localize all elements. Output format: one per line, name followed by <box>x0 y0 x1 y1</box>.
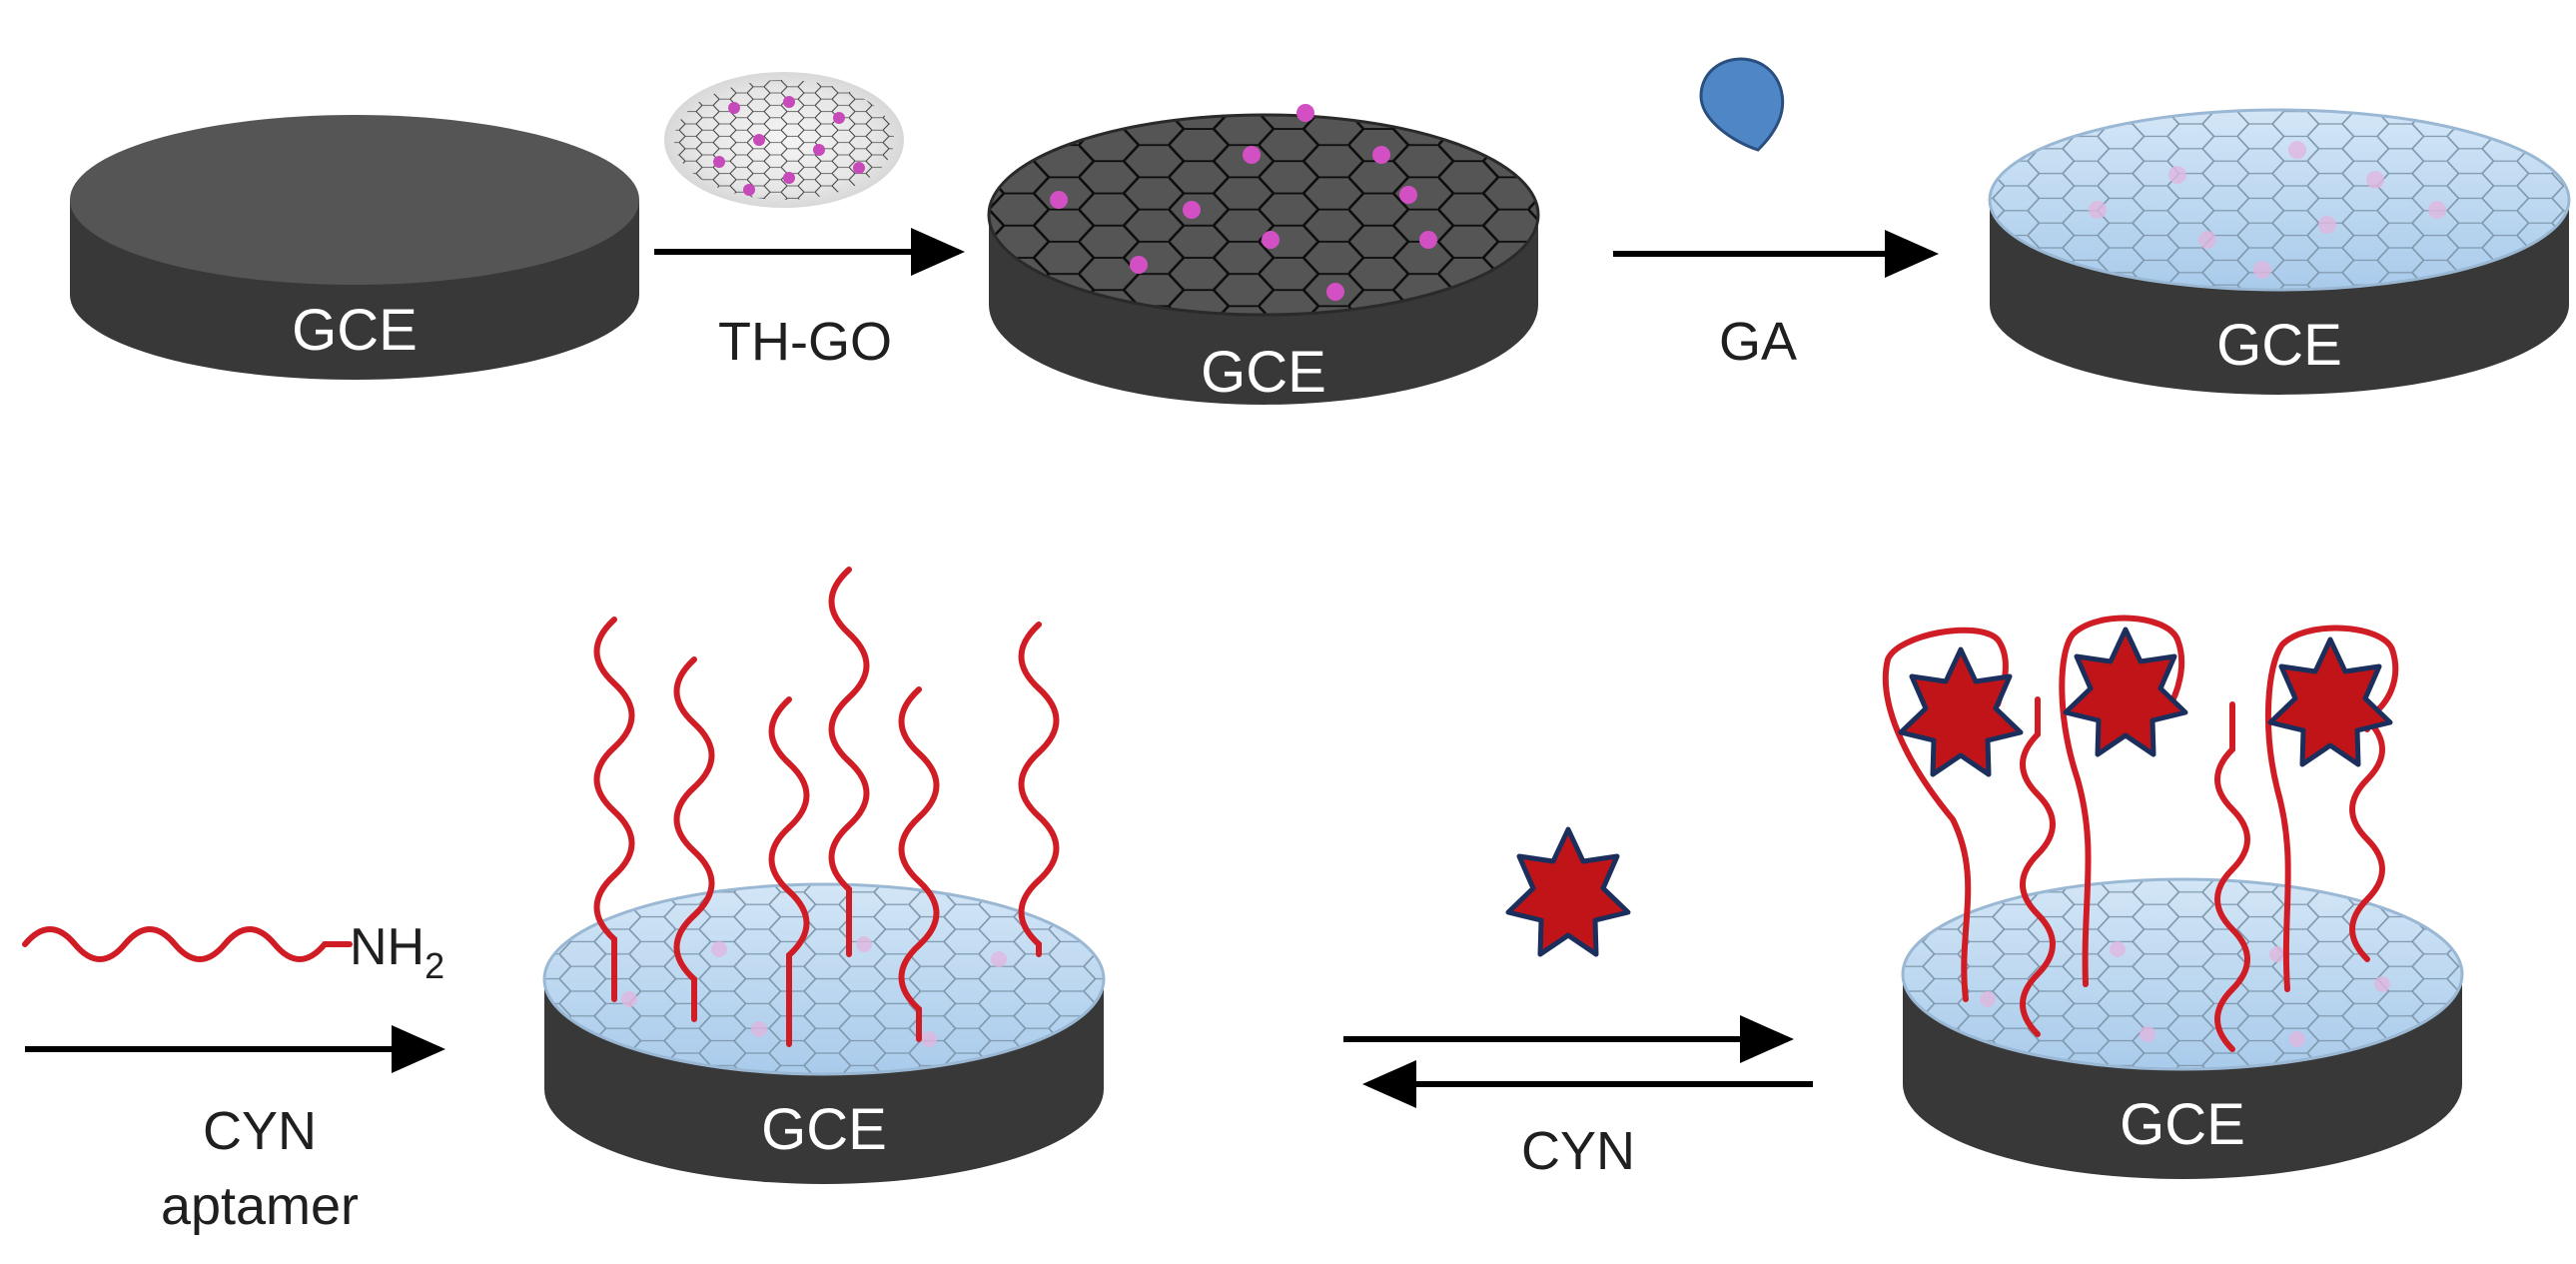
thionine-dot <box>853 162 865 174</box>
aptamer-strand <box>1018 622 1060 957</box>
amine-group-label: NH2 <box>350 918 444 986</box>
thionine-dot <box>2253 261 2271 279</box>
aptamer-strand-bound <box>2349 711 2385 962</box>
thionine-dot <box>2110 941 2126 957</box>
thionine-dot <box>1399 186 1417 204</box>
thionine-dot <box>753 134 765 146</box>
thionine-dot <box>1419 231 1437 249</box>
thionine-dot <box>1372 146 1390 164</box>
aptamer-strand-bound <box>2020 696 2056 1037</box>
thionine-dot <box>1130 256 1148 274</box>
thionine-dot <box>1183 201 1201 219</box>
aptamer-strand-icon: NH2 <box>22 918 444 986</box>
thionine-dot <box>2366 171 2384 189</box>
thionine-dot <box>2289 1031 2305 1047</box>
thionine-dot <box>1326 283 1344 301</box>
thionine-dot <box>1980 991 1996 1007</box>
electrode-label: GCE <box>2120 1092 2245 1157</box>
thionine-dot <box>856 936 872 952</box>
thionine-dot <box>813 144 825 156</box>
graphene-oxide-sheet-icon <box>664 72 904 208</box>
thionine-dot <box>621 991 637 1007</box>
step-label-ga: GA <box>1719 312 1797 372</box>
thionine-dot <box>728 102 740 114</box>
thionine-dot <box>1243 146 1261 164</box>
thionine-dot <box>751 1021 767 1037</box>
thionine-dot <box>2089 201 2107 219</box>
electrode-aptamer: GCE <box>542 567 1106 1184</box>
aptamer-strand <box>768 696 810 1047</box>
aptamer-strand <box>828 567 870 957</box>
thionine-dot <box>2269 946 2285 962</box>
aptamer-strand <box>593 617 635 1002</box>
thionine-dot <box>713 156 725 168</box>
electrode-label: GCE <box>761 1097 887 1162</box>
thionine-dot <box>711 941 727 957</box>
electrode-label: GCE <box>2216 313 2342 378</box>
electrode-label: GCE <box>1201 340 1326 405</box>
aptamer-strand <box>673 656 715 1022</box>
step-label-aptamer-line2: aptamer <box>161 1176 359 1236</box>
step-label-th-go: TH-GO <box>718 312 892 372</box>
electrode-target-bound: GCE <box>1882 615 2464 1179</box>
thionine-dot <box>2198 231 2216 249</box>
thionine-dot <box>833 112 845 124</box>
electrode-bare: GCE <box>70 115 639 380</box>
thionine-dot <box>1296 104 1314 122</box>
thionine-dot <box>2428 201 2446 219</box>
thionine-dot <box>1050 191 1068 209</box>
electrode-label: GCE <box>292 298 418 363</box>
glutaraldehyde-drop-icon <box>1699 57 1785 152</box>
thionine-dot <box>2140 1026 2155 1042</box>
thionine-dot <box>2318 216 2336 234</box>
thionine-dot <box>2288 141 2306 159</box>
aptamer-strand-bound <box>1882 627 2009 1002</box>
thionine-dot <box>991 951 1007 967</box>
cylindrospermopsin-star-icon <box>2063 627 2188 757</box>
aptamer-strand-bound <box>2264 625 2399 992</box>
aptamer-strand-bound <box>2214 701 2250 1052</box>
cylindrospermopsin-star-icon <box>2267 636 2393 767</box>
electrode-th-go: GCE <box>987 104 1540 405</box>
thionine-dot <box>2168 166 2186 184</box>
thionine-dot <box>921 1031 937 1047</box>
aptamer-strand-bound <box>2059 615 2185 987</box>
thionine-dot <box>783 96 795 108</box>
step-label-aptamer-line1: CYN <box>203 1101 317 1161</box>
cylindrospermopsin-star-icon <box>1505 826 1631 957</box>
thionine-dot <box>783 172 795 184</box>
thionine-dot <box>743 184 755 196</box>
thionine-dot <box>1262 231 1280 249</box>
aptamer-strand <box>898 686 940 1042</box>
thionine-dot <box>2374 976 2390 992</box>
electrode-ga: GCE <box>1988 108 2571 395</box>
step-label-target: CYN <box>1521 1121 1635 1181</box>
cylindrospermopsin-star-icon <box>1898 646 2024 777</box>
